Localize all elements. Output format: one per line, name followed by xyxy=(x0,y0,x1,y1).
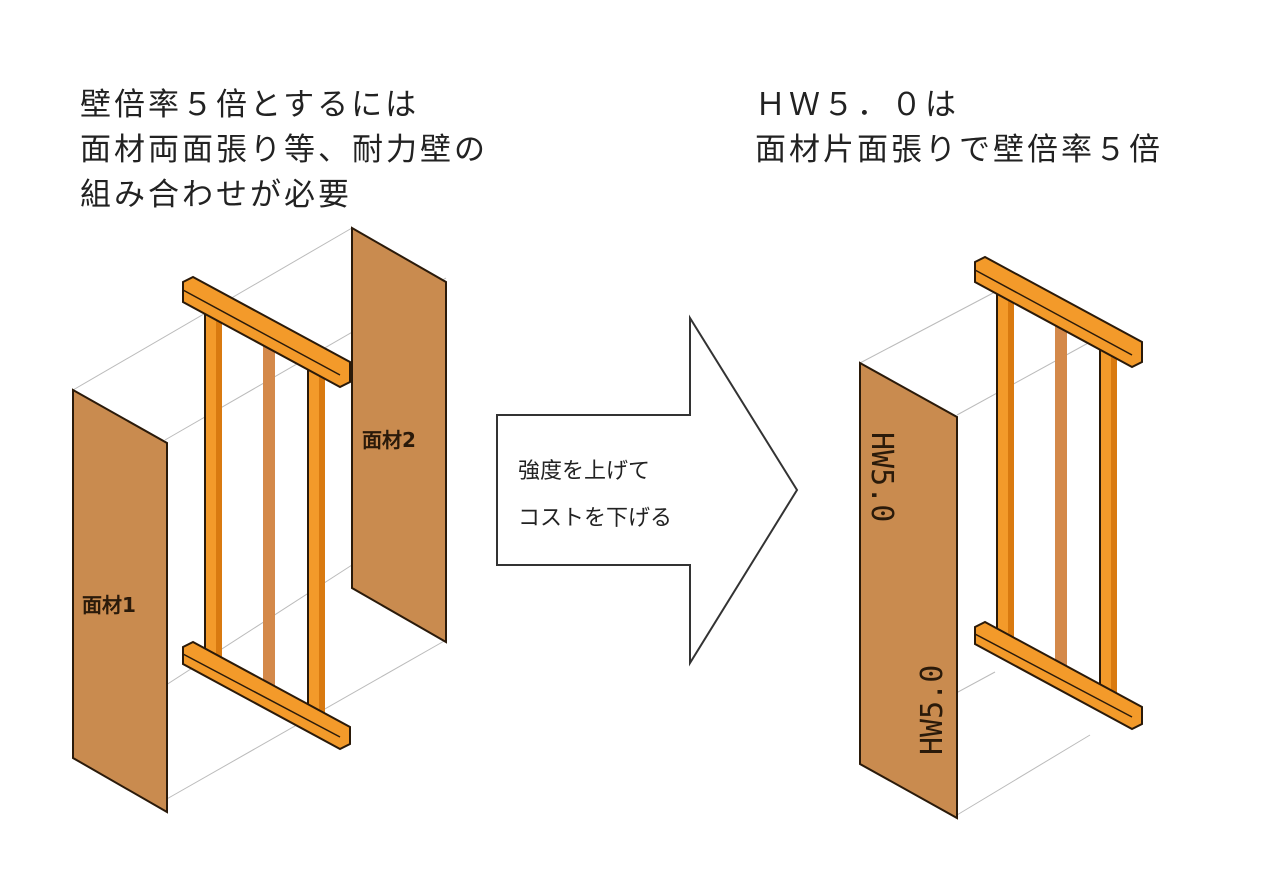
panel-marking-bottom: HW5.0 xyxy=(915,665,950,755)
panel-2 xyxy=(351,226,447,644)
hw50-panel xyxy=(859,361,958,820)
left-heading-line: 壁倍率５倍とするには xyxy=(80,87,420,123)
wood-frame-right xyxy=(974,256,1143,730)
panel-2-label: 面材2 xyxy=(362,428,416,452)
arrow-text-line: 強度を上げて xyxy=(518,459,650,484)
panel-1 xyxy=(72,388,168,814)
panel-marking-top: HW5.0 xyxy=(864,432,899,522)
wood-frame-left xyxy=(182,276,351,750)
right-heading-line: 面材片面張りで壁倍率５倍 xyxy=(755,132,1163,168)
left-heading-line: 面材両面張り等、耐力壁の xyxy=(80,132,488,168)
left-heading: 壁倍率５倍とするには 面材両面張り等、耐力壁の 組み合わせが必要 xyxy=(80,83,488,218)
left-heading-line: 組み合わせが必要 xyxy=(80,177,352,213)
right-arrow-icon xyxy=(496,314,799,667)
right-heading-line: ＨＷ５．０は xyxy=(755,87,959,123)
arrow-text-line: コストを下げる xyxy=(518,506,672,531)
right-heading: ＨＷ５．０は 面材片面張りで壁倍率５倍 xyxy=(755,83,1163,173)
panel-1-label: 面材1 xyxy=(82,593,136,617)
